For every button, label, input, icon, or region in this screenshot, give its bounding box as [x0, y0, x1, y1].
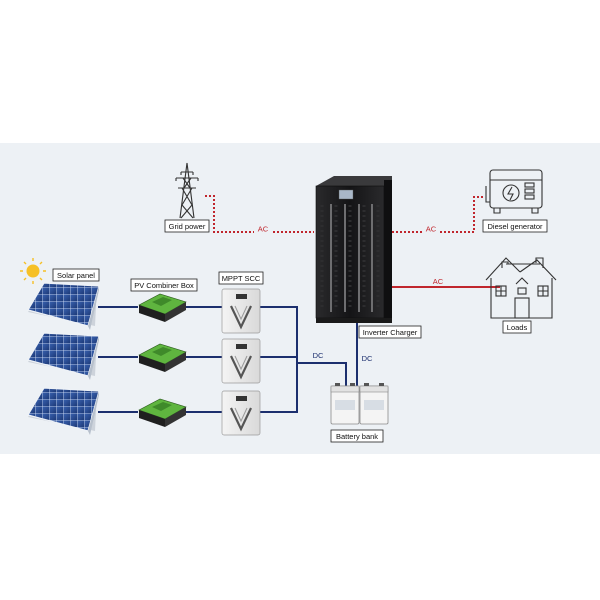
label-pv-combiner-box: PV Combiner Box	[134, 281, 194, 290]
mppt-scc-unit	[221, 390, 261, 436]
label-loads: Loads	[507, 323, 528, 332]
label-diesel-generator: Diesel generator	[487, 222, 543, 231]
house-icon	[485, 257, 557, 319]
battery-icon	[359, 383, 389, 425]
mppt-scc-unit	[221, 288, 261, 334]
label-grid-power: Grid power	[169, 222, 206, 231]
label-battery-bank: Battery bank	[336, 432, 378, 441]
sun-icon	[20, 258, 46, 284]
label-inverter-charger: Inverter Charger	[363, 328, 418, 337]
ac-tag-loads: AC	[433, 277, 444, 286]
solar-panel-icon	[27, 387, 100, 435]
mppt-scc-unit	[221, 338, 261, 384]
dc-lines-strings	[98, 306, 222, 413]
solar-panel-icon	[27, 332, 100, 380]
pv-combiner-box-icon	[138, 398, 187, 427]
label-mppt-scc: MPPT SCC	[222, 274, 261, 283]
transmission-tower-icon	[175, 162, 199, 219]
dc-tag-inverter: DC	[362, 354, 373, 363]
solar-panel-icon	[27, 282, 100, 330]
background-band	[0, 143, 600, 454]
label-solar-panel: Solar panel	[57, 271, 95, 280]
dc-bus	[260, 306, 358, 413]
ac-line-grid	[205, 195, 314, 233]
ac-tag-generator: AC	[426, 225, 437, 234]
ac-tag-grid: AC	[258, 225, 269, 234]
diesel-generator-icon	[485, 169, 543, 214]
inverter-charger-cabinet	[315, 176, 392, 323]
pv-combiner-box-icon	[138, 343, 187, 372]
pv-combiner-box-icon	[138, 293, 187, 322]
dc-tag-mppt: DC	[313, 351, 324, 360]
battery-icon	[330, 383, 360, 425]
